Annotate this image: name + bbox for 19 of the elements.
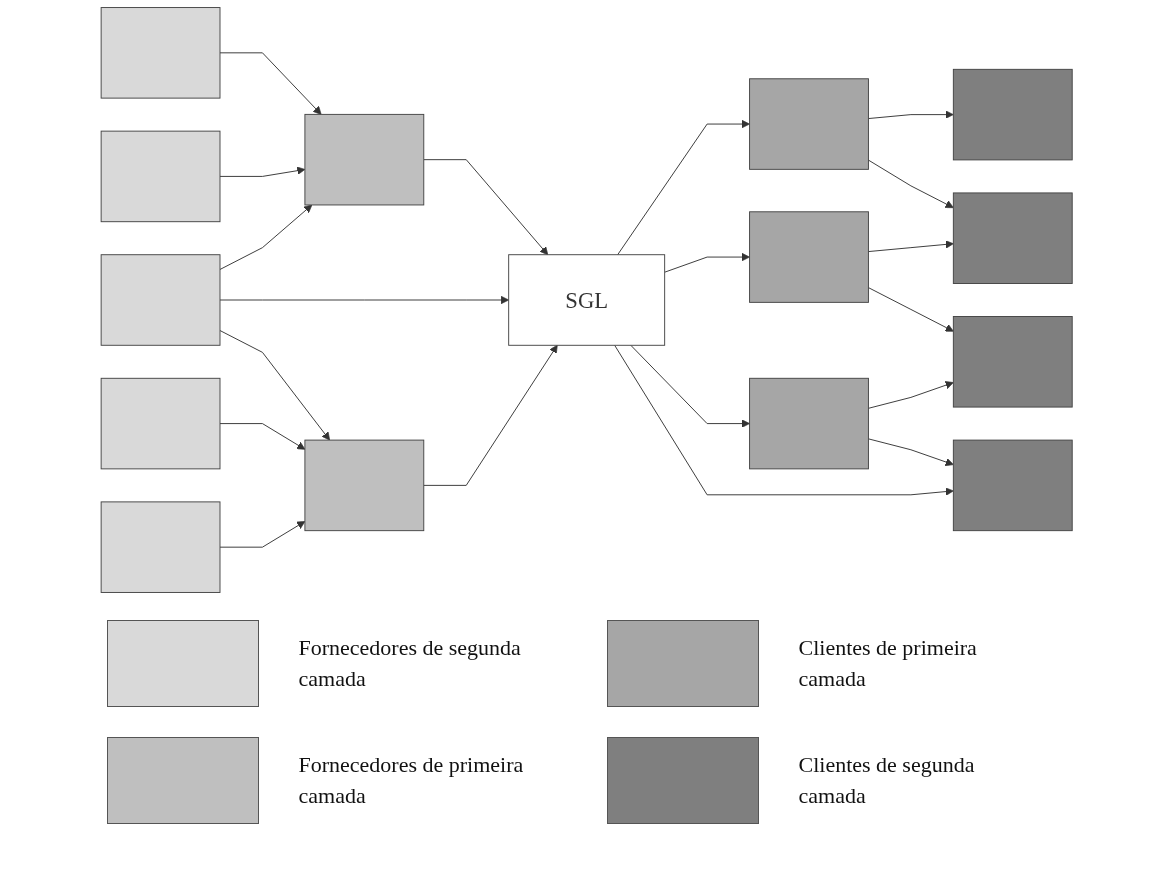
node-box — [100, 7, 221, 99]
node-box — [952, 68, 1073, 161]
node-box — [100, 254, 221, 346]
node-box — [748, 377, 869, 470]
legend-label: Fornecedores de segunda camada — [298, 633, 522, 693]
legend-label: Fornecedores de primeira camada — [298, 750, 525, 810]
node-box — [952, 316, 1073, 408]
legend-label: Clientes de segunda camada — [798, 750, 976, 810]
node-box — [952, 439, 1073, 532]
node-box — [748, 78, 869, 170]
node-box — [100, 501, 221, 593]
node-box — [100, 377, 221, 470]
node-box: SGL — [508, 254, 665, 346]
node-box — [304, 113, 425, 206]
node-box — [100, 130, 221, 223]
node-box — [304, 439, 425, 532]
node-box — [748, 211, 869, 303]
node-box — [952, 192, 1073, 284]
legend-label: Clientes de primeira camada — [798, 633, 978, 693]
